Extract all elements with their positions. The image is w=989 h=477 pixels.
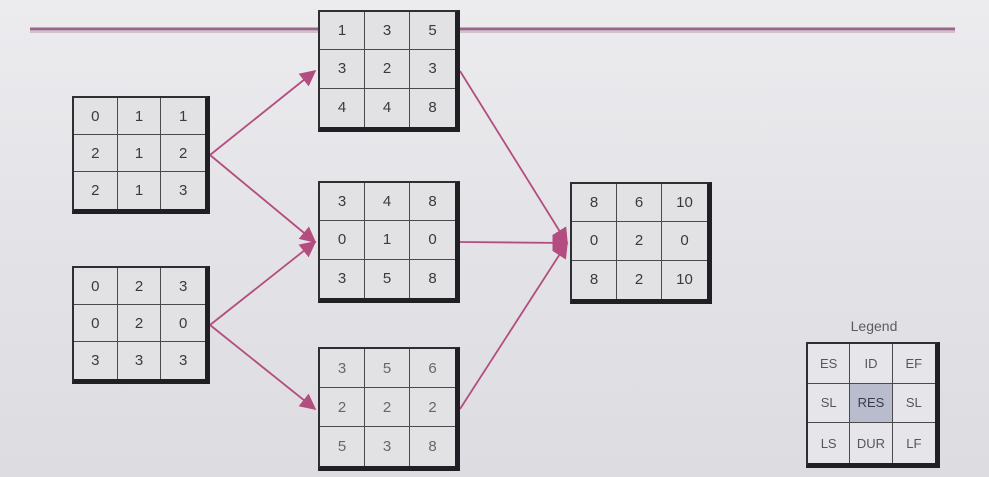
node-cell: 4 xyxy=(320,88,365,127)
node-cell: 0 xyxy=(74,305,118,342)
node-cell: 1 xyxy=(161,98,205,135)
dependency-arrow xyxy=(459,234,569,251)
node-cell: 3 xyxy=(320,183,365,222)
node-cell: 0 xyxy=(320,221,365,260)
node-cell: 1 xyxy=(320,12,365,51)
legend-cell: LF xyxy=(906,435,922,451)
node-cell: 2 xyxy=(617,260,662,299)
node-cell: 8 xyxy=(410,183,455,222)
node-cell: 1 xyxy=(118,172,162,209)
node-cell: 8 xyxy=(572,260,617,299)
node-cell: 3 xyxy=(178,182,188,199)
legend-cell: DUR xyxy=(850,423,893,463)
node-cell: 5 xyxy=(365,259,410,298)
node-cell: 3 xyxy=(410,50,455,89)
legend-cell: SL xyxy=(892,384,935,424)
node-cell: 8 xyxy=(428,438,437,455)
node-cell: 0 xyxy=(572,222,617,261)
node-cell: 0 xyxy=(410,221,455,260)
node-cell: 0 xyxy=(74,268,118,305)
node-cell: 10 xyxy=(662,184,707,223)
legend-title: Legend xyxy=(850,318,898,334)
node-cell: 4 xyxy=(365,183,410,222)
node-cell: 6 xyxy=(617,184,662,223)
dependency-arrow xyxy=(209,240,317,326)
node-cell: 4 xyxy=(365,88,410,127)
node-cell: 2 xyxy=(365,50,410,89)
dependency-arrow xyxy=(459,70,568,245)
node-cell: 3 xyxy=(74,342,118,379)
node-cell: 8 xyxy=(572,184,617,223)
dependency-arrow xyxy=(209,69,317,156)
node-cell: 5 xyxy=(365,349,410,388)
dependency-arrow xyxy=(209,154,317,244)
node-cell: 1 xyxy=(117,98,162,135)
legend-cell: RES xyxy=(850,383,893,424)
legend-cell: LS xyxy=(808,423,851,463)
node-cell: 3 xyxy=(365,427,410,466)
node-cell: 3 xyxy=(320,259,365,298)
node-cell: 3 xyxy=(161,268,205,305)
node-cell: 5 xyxy=(320,427,365,466)
node-cell: 3 xyxy=(320,50,365,89)
node-cell: 2 xyxy=(320,388,365,427)
node-cell: 2 xyxy=(410,388,455,427)
legend-cell: ID xyxy=(850,344,893,384)
dependency-arrow xyxy=(209,324,317,411)
node-cell: 10 xyxy=(676,271,693,289)
node-cell: 2 xyxy=(74,172,118,209)
node-cell: 1 xyxy=(117,135,162,172)
node-cell: 2 xyxy=(365,388,410,427)
node-cell: 0 xyxy=(74,98,118,135)
node-cell: 0 xyxy=(662,222,707,261)
dependency-arrow xyxy=(459,241,568,410)
node-cell: 6 xyxy=(410,349,455,388)
node-cell: 2 xyxy=(74,135,118,172)
node-cell: 2 xyxy=(117,305,162,342)
node-cell: 8 xyxy=(428,270,437,288)
node-cell: 3 xyxy=(118,342,162,379)
node-cell: 1 xyxy=(365,221,410,260)
legend-cell: ES xyxy=(808,344,851,384)
node-cell: 2 xyxy=(161,135,205,172)
legend-cell: EF xyxy=(892,344,935,384)
node-cell: 5 xyxy=(410,12,455,51)
node-cell: 8 xyxy=(428,99,437,117)
node-cell: 2 xyxy=(617,222,662,261)
node-cell: 3 xyxy=(178,352,188,369)
node-cell: 2 xyxy=(117,268,162,305)
node-cell: 0 xyxy=(161,305,205,342)
legend-cell: SL xyxy=(808,383,851,424)
node-cell: 3 xyxy=(320,349,365,388)
node-cell: 3 xyxy=(365,12,410,51)
